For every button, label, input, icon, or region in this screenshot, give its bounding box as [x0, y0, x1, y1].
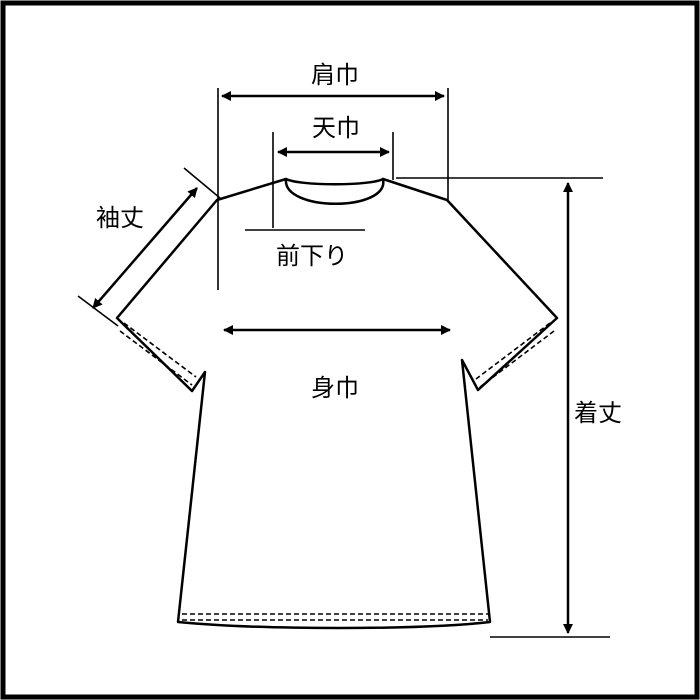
tshirt-outline	[115, 177, 559, 630]
sleeve-ext-bottom	[77, 295, 119, 327]
collar-inner	[284, 177, 385, 205]
shoulder-width-label: 肩巾	[311, 61, 359, 89]
neck-width-label: 天巾	[312, 114, 360, 142]
neck-drop-label: 前下り	[276, 242, 348, 270]
sleeve-length-label: 袖丈	[96, 204, 144, 232]
left-sleeve-stitch-2	[119, 330, 193, 386]
sleeve-length-arrow	[92, 187, 198, 309]
total-length-label: 着丈	[574, 399, 622, 427]
body-width-label: 身巾	[311, 374, 359, 402]
left-sleeve-stitch-1	[123, 322, 197, 378]
sleeve-ext-top	[183, 167, 221, 199]
right-sleeve-stitch-1	[475, 322, 551, 380]
